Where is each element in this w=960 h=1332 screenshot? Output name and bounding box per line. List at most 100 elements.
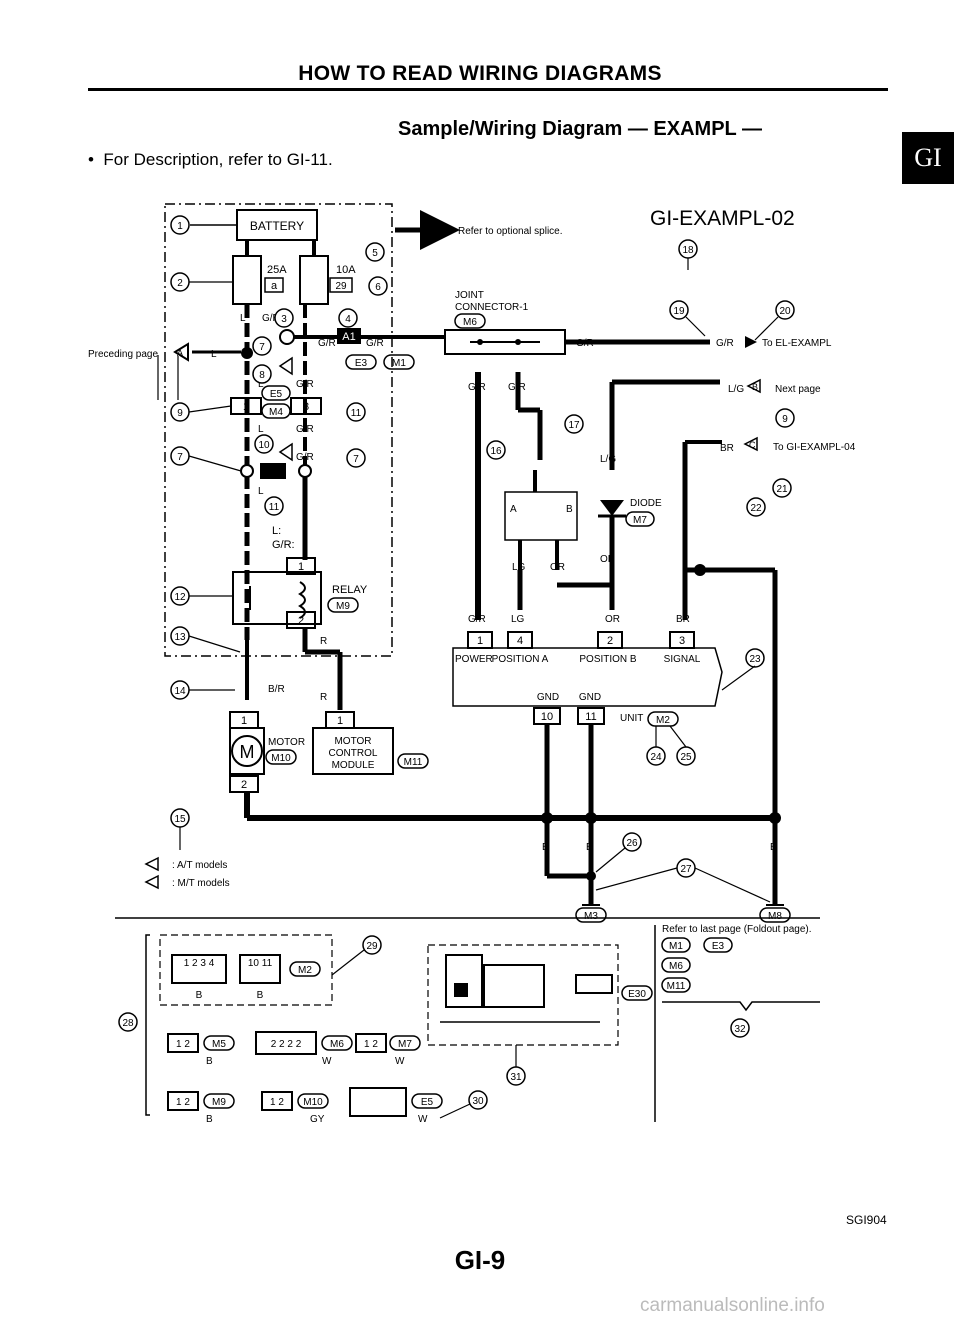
callout-25: 25 (676, 746, 696, 766)
wire-r-2: R (320, 692, 327, 703)
svg-text:15: 15 (174, 814, 186, 825)
svg-text:7: 7 (177, 452, 183, 463)
conn-m1: M1 (392, 358, 406, 369)
relay-body (232, 571, 322, 625)
callout-9: 9 (170, 402, 190, 422)
callout-19: 19 (669, 300, 689, 320)
callout-24: 24 (646, 746, 666, 766)
section-tab[interactable]: GI (902, 132, 954, 184)
face-m6: M6 (330, 1039, 344, 1050)
svg-text:31: 31 (510, 1072, 522, 1083)
ref-m1: M1 (669, 941, 683, 952)
callout-14: 14 (170, 680, 190, 700)
svg-text:7: 7 (259, 342, 265, 353)
conn-m8: M8 (768, 911, 782, 922)
svg-text:1 2: 1 2 (176, 1097, 190, 1108)
wire-or-1: OR (550, 562, 565, 573)
conn-a1: A1 (342, 331, 355, 343)
svg-text:12: 12 (174, 592, 186, 603)
callout-12: 12 (170, 586, 190, 606)
svg-text:17: 17 (568, 420, 580, 431)
conn-m11: M11 (404, 757, 423, 768)
svg-text:A: A (510, 504, 517, 515)
motor-body (229, 727, 265, 775)
at-models: : A/T models (172, 860, 227, 871)
wire-gr-5: G/R (296, 424, 314, 435)
callout-21: 21 (772, 478, 792, 498)
fuse-10a (299, 255, 329, 305)
description-line: • For Description, refer to GI-11. (88, 150, 333, 169)
svg-text:16: 16 (490, 446, 502, 457)
svg-text:14: 14 (174, 686, 186, 697)
face-m2: M2 (298, 965, 312, 976)
to-el-exampl: To EL-EXAMPL (762, 338, 832, 349)
unit-pos-b: POSITION B (579, 654, 637, 665)
callout-31: 31 (506, 1066, 526, 1086)
next-page-label: Next page (775, 384, 821, 395)
face-m9: M9 (212, 1097, 226, 1108)
page-title: HOW TO READ WIRING DIAGRAMS (298, 62, 662, 85)
callout-30: 30 (468, 1090, 488, 1110)
fuse-25a-label: 25A (267, 264, 287, 276)
mcm-label-3: MODULE (332, 760, 375, 771)
svg-text:2: 2 (298, 615, 304, 627)
svg-text:27: 27 (680, 864, 692, 875)
conn-m7: M7 (633, 515, 647, 526)
callout-16: 16 (486, 440, 506, 460)
face-b-3: B (206, 1056, 213, 1067)
svg-text:9: 9 (177, 408, 183, 419)
conn-m6: M6 (463, 317, 477, 328)
unit-gnd-1: GND (537, 692, 559, 703)
ref-m11: M11 (667, 981, 686, 992)
callout-2: 2 (170, 272, 190, 292)
callout-32: 32 (730, 1018, 750, 1038)
fuse-a-label: a (271, 280, 278, 292)
unit-pos-a: POSITION A (492, 654, 549, 665)
callout-7c: 7 (346, 448, 366, 468)
wire-l-1: L (211, 349, 217, 360)
callout-7b: 7 (170, 446, 190, 466)
unit-signal: SIGNAL (664, 654, 701, 665)
wire-or-3: OR (605, 614, 620, 625)
conn-m10: M10 (271, 753, 291, 764)
svg-text:1: 1 (241, 715, 247, 727)
callout-1: 1 (170, 215, 190, 235)
wire-gr-9: G/R (468, 382, 486, 393)
wire-lgs-1: L/G (600, 454, 616, 465)
svg-text:1: 1 (298, 561, 304, 573)
wire-gr-8: G/R (716, 338, 734, 349)
svg-text:32: 32 (734, 1024, 746, 1035)
svg-text:13: 13 (174, 632, 186, 643)
svg-text:3: 3 (303, 401, 309, 413)
conn-m2: M2 (656, 715, 670, 726)
svg-text:2: 2 (241, 779, 247, 791)
face-b-2: B (257, 990, 264, 1001)
page-number: GI-9 (454, 1245, 506, 1275)
svg-text:10: 10 (541, 711, 553, 723)
wire-l-3: L (258, 379, 264, 390)
callout-17: 17 (564, 414, 584, 434)
svg-text:26: 26 (626, 838, 638, 849)
svg-text:5: 5 (372, 248, 378, 259)
svg-text:1 2: 1 2 (176, 1039, 190, 1050)
wire-b-3: B (770, 842, 777, 853)
ref-e3: E3 (712, 941, 725, 952)
svg-text:20: 20 (779, 306, 791, 317)
face-m5: M5 (212, 1039, 226, 1050)
conn-e3: E3 (355, 358, 368, 369)
callouts: 1 2 3 4 5 6 7 8 9 7 10 11 7 11 12 13 14 … (118, 215, 795, 1110)
wire-lgs-2: L/G (728, 384, 744, 395)
wire-lg-1: LG (512, 562, 526, 573)
diode-label: DIODE (630, 498, 662, 509)
ref-m6: M6 (669, 961, 683, 972)
svg-text:4: 4 (517, 635, 523, 647)
to-gi-exampl-04: To GI-EXAMPL-04 (773, 442, 856, 453)
svg-text:28: 28 (122, 1018, 134, 1029)
wire-gr-4: G/R (296, 379, 314, 390)
svg-text:1 2 3 4: 1 2 3 4 (184, 958, 215, 969)
unit-label: UNIT (620, 713, 643, 724)
callout-15: 15 (170, 808, 190, 828)
wire-gr-3: G/R (262, 313, 280, 324)
wire-b-1: B (542, 842, 549, 853)
wire-br-1: BR (720, 443, 734, 454)
